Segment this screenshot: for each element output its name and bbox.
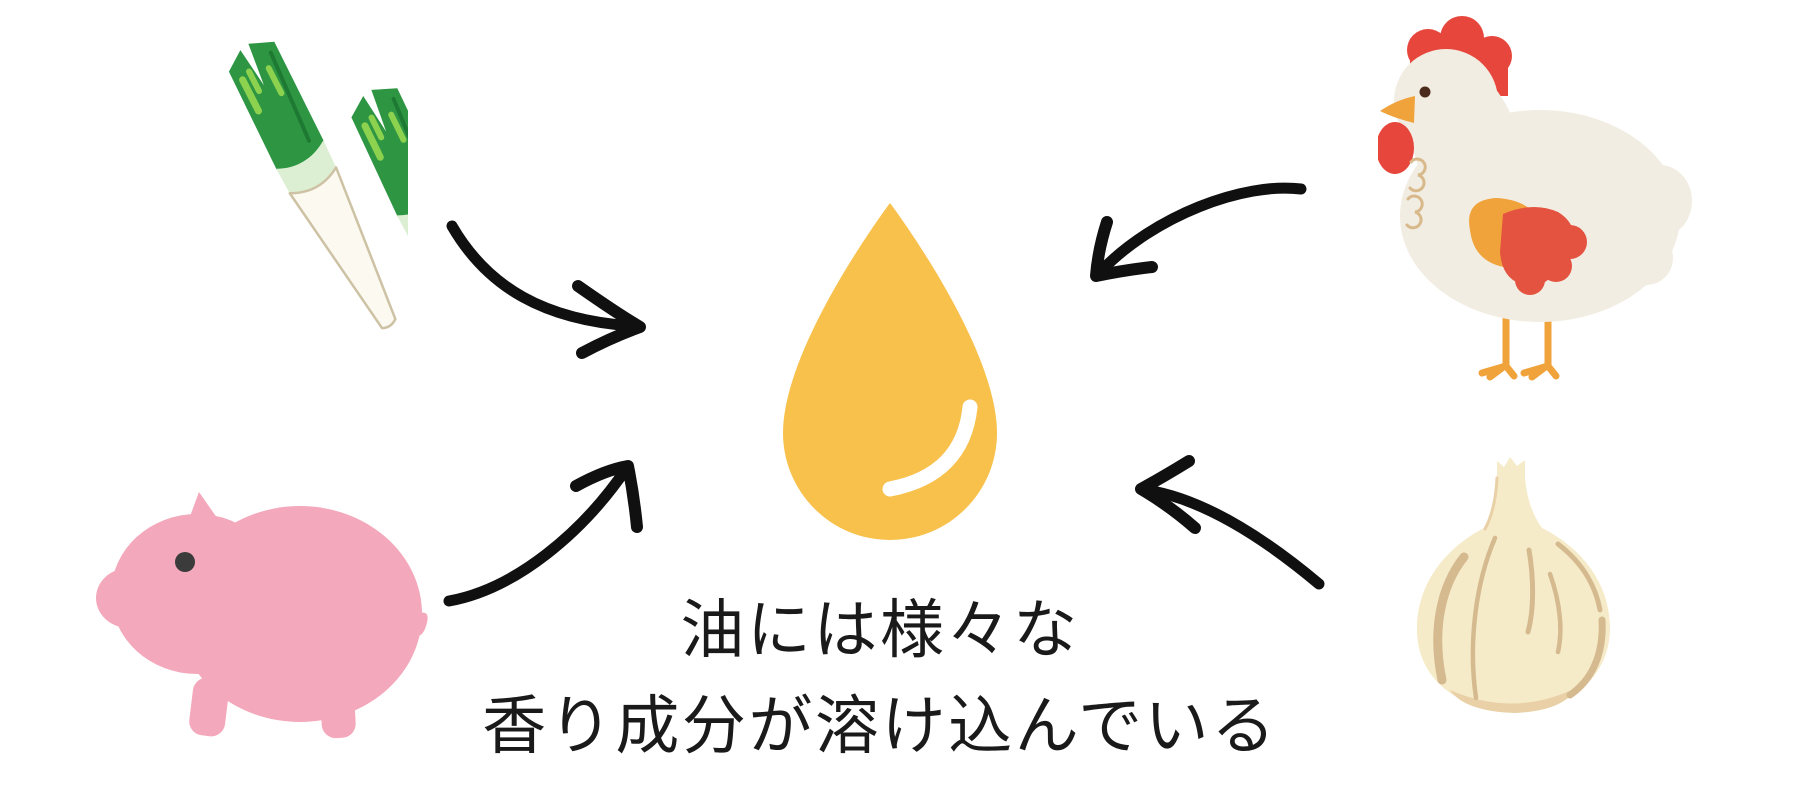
curved-arrow-left-icon (1135, 455, 1325, 590)
garlic-bulb (1416, 457, 1611, 711)
chicken-icon (1378, 16, 1692, 381)
chicken-illustration (1378, 16, 1708, 391)
caption-line-1: 油には様々な (680, 594, 1080, 666)
pig-eye (175, 552, 195, 572)
droplet-highlight (882, 399, 978, 497)
pig-icon (96, 492, 428, 739)
chicken-wing-red (1500, 206, 1587, 295)
oil-drop-icon (783, 203, 997, 540)
chicken-beak (1380, 96, 1415, 123)
green-onion-icon (217, 30, 408, 388)
caption: 油には様々な 香り成分が溶け込んでいる (430, 582, 1330, 774)
curved-arrow-right-icon (446, 220, 646, 359)
chicken-feather-curls (1405, 157, 1427, 230)
pig-illustration (95, 486, 430, 746)
curved-arrow-up-right-icon (443, 460, 643, 607)
garlic-icon (1416, 457, 1611, 713)
chicken-wattle (1378, 122, 1414, 174)
chicken-eye (1419, 86, 1431, 98)
oil-drop-illustration (783, 203, 997, 540)
caption-line-2: 香り成分が溶け込んでいる (482, 690, 1278, 762)
garlic-base-shade (1450, 688, 1576, 713)
garlic-illustration (1398, 452, 1633, 722)
curved-arrow-down-left-icon (1090, 182, 1307, 282)
green-onion-illustration (58, 8, 408, 388)
garlic-clove-lines (1433, 476, 1606, 701)
